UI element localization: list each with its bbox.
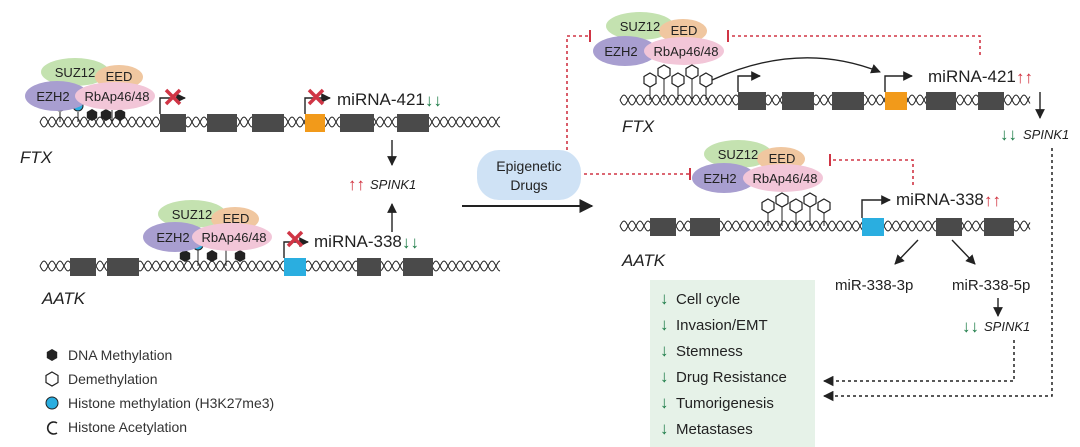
effect-down-arrow: ↓	[660, 315, 669, 334]
histone-acetylation-icon	[46, 421, 58, 435]
left-ftx-blocked-promoter	[159, 88, 186, 114]
left-mirna421-blocked-promoter	[304, 88, 331, 114]
effect-item: ↓ Tumorigenesis	[660, 393, 774, 412]
effect-item: ↓ Cell cycle	[660, 289, 740, 308]
left-mirna338-label: miRNA-338	[314, 232, 402, 251]
right-ftx-rbap-label: RbAp46/48	[653, 44, 718, 59]
left-mirna338-down-arrows: ↓↓	[402, 233, 419, 252]
effect-down-arrow: ↓	[660, 289, 669, 308]
right-ftx-exons	[738, 92, 1004, 110]
dna-methylation-icon	[46, 349, 58, 361]
left-mirna421-label: miRNA-421	[337, 90, 425, 109]
left-aatk-rbap-label: RbAp46/48	[201, 230, 266, 245]
left-spink1-label: SPINK1	[370, 177, 416, 192]
right-aatk-dna	[619, 220, 1031, 232]
drugs-label-line1: Epigenetic	[496, 158, 561, 174]
left-aatk-exons	[70, 258, 433, 276]
right-spink1-top-down-arrows: ↓↓	[1000, 125, 1017, 144]
right-aatk-rbap-label: RbAp46/48	[752, 171, 817, 186]
right-ftx-complex: SUZ12 EED EZH2 RbAp46/48	[593, 12, 724, 66]
effect-label: Tumorigenesis	[676, 395, 774, 412]
left-mirna421-down-arrows: ↓↓	[425, 91, 442, 110]
left-spink1-up-arrows: ↑↑	[348, 175, 365, 194]
effect-label: Metastases	[676, 421, 753, 438]
left-aatk-complex: SUZ12 EED EZH2 RbAp46/48	[143, 200, 272, 252]
right-aatk-suz12-label: SUZ12	[718, 147, 758, 162]
left-aatk-eed-label: EED	[223, 211, 250, 226]
effect-label: Stemness	[676, 343, 743, 360]
legend-label-dna-methylation: DNA Methylation	[68, 347, 172, 363]
right-mirna421-label: miRNA-421	[928, 67, 1016, 86]
right-mirna421-up-arrows: ↑↑	[1016, 68, 1033, 87]
left-ftx-suz12-label: SUZ12	[55, 65, 95, 80]
left-ftx-ezh2-label: EZH2	[36, 89, 69, 104]
effect-item: ↓ Stemness	[660, 341, 743, 360]
right-mirna338-locus	[862, 218, 884, 236]
right-mirna338-up-arrows: ↑↑	[984, 191, 1001, 210]
legend-label-demethylation: Demethylation	[68, 371, 158, 387]
right-ftx-suz12-label: SUZ12	[620, 19, 660, 34]
right-aatk-complex: SUZ12 EED EZH2 RbAp46/48	[692, 140, 823, 193]
inhibition-lines	[566, 30, 981, 185]
right-ftx-demethyl-marks	[643, 64, 713, 100]
effect-arrows	[822, 148, 1053, 402]
right-aatk-eed-label: EED	[769, 151, 796, 166]
left-mirna421-locus	[305, 114, 325, 132]
right-ftx-ezh2-label: EZH2	[604, 44, 637, 59]
right-ftx-dna	[619, 94, 1031, 106]
left-mirna338-blocked-promoter	[283, 230, 309, 258]
right-spink1-bottom-down-arrows: ↓↓	[962, 317, 979, 336]
blocked-x-icon	[286, 230, 304, 248]
effect-item: ↓ Invasion/EMT	[660, 315, 768, 334]
right-mirna338-label: miRNA-338	[896, 190, 984, 209]
right-aatk-exons	[650, 218, 1014, 236]
right-aatk-ezh2-label: EZH2	[703, 171, 736, 186]
left-ftx-exons	[160, 114, 429, 132]
drugs-label-line2: Drugs	[510, 177, 547, 193]
left-ftx-eed-label: EED	[106, 69, 133, 84]
left-aatk-gene-label: AATK	[41, 289, 86, 308]
mir-338-5p-label: miR-338-5p	[952, 277, 1030, 294]
legend-label-histone-methylation: Histone methylation (H3K27me3)	[68, 395, 274, 411]
legend: DNA Methylation Demethylation Histone me…	[45, 347, 274, 435]
left-mirna338-locus	[284, 258, 306, 276]
effect-label: Invasion/EMT	[676, 317, 768, 334]
effect-down-arrow: ↓	[660, 367, 669, 386]
blocked-x-icon	[307, 88, 325, 106]
legend-label-histone-acetylation: Histone Acetylation	[68, 419, 187, 435]
effect-label: Cell cycle	[676, 291, 740, 308]
left-ftx-complex: SUZ12 EED EZH2 RbAp46/48	[25, 58, 155, 111]
effect-item: ↓ Drug Resistance	[660, 367, 787, 386]
right-spink1-top-label: SPINK1	[1023, 127, 1069, 142]
right-spink1-bottom-label: SPINK1	[984, 319, 1030, 334]
left-aatk-suz12-label: SUZ12	[172, 207, 212, 222]
effect-item: ↓ Metastases	[660, 419, 753, 438]
blocked-x-icon	[164, 88, 182, 106]
demethylation-icon	[45, 371, 59, 387]
epigenetic-drugs-bubble: Epigenetic Drugs	[477, 150, 581, 200]
right-ftx-gene-label: FTX	[622, 117, 655, 136]
mir-338-3p-label: miR-338-3p	[835, 277, 913, 294]
effects-box: ↓ Cell cycle ↓ Invasion/EMT ↓ Stemness ↓ Drug R…	[650, 280, 815, 447]
right-ftx-eed-label: EED	[671, 23, 698, 38]
left-ftx-rbap-label: RbAp46/48	[84, 89, 149, 104]
right-mirna421-locus	[885, 92, 907, 110]
effect-label: Drug Resistance	[676, 369, 787, 386]
right-aatk-demethyl-marks	[761, 192, 831, 226]
effect-down-arrow: ↓	[660, 419, 669, 438]
effect-down-arrow: ↓	[660, 341, 669, 360]
left-aatk-ezh2-label: EZH2	[156, 230, 189, 245]
histone-methylation-icon	[45, 396, 59, 410]
left-ftx-gene-label: FTX	[20, 148, 53, 167]
effect-down-arrow: ↓	[660, 393, 669, 412]
right-aatk-gene-label: AATK	[621, 251, 666, 270]
